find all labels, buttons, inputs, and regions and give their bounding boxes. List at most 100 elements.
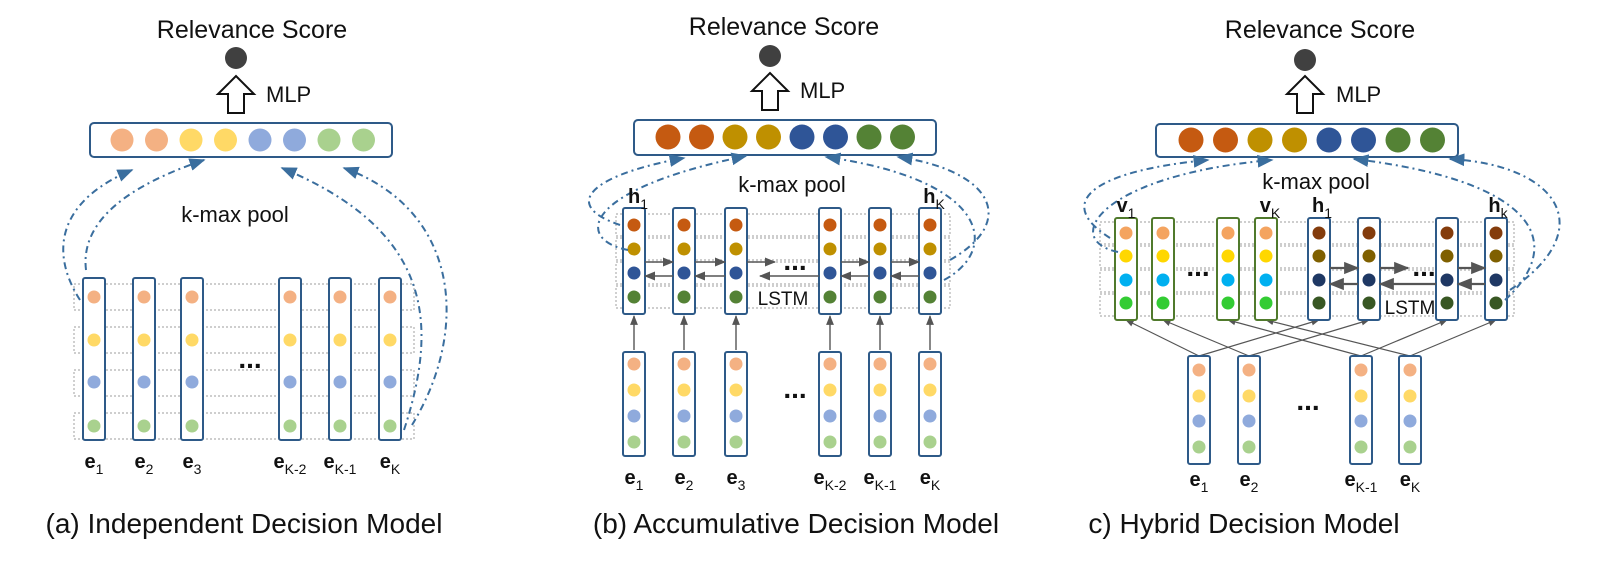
embedding-column-box: [918, 351, 942, 457]
vector-node: [923, 290, 937, 304]
panel-a-title: Relevance Score: [157, 16, 347, 44]
pool-arrow: [1083, 154, 1210, 239]
embedding-column-box: [672, 351, 696, 457]
pool-node: [1178, 127, 1204, 153]
hidden-label: h1: [628, 186, 648, 212]
embedding-column: [724, 351, 748, 457]
vector-node: [1119, 296, 1133, 310]
input-arrow: [1248, 318, 1370, 357]
hidden-column: [818, 207, 842, 315]
v-label-index: K: [1271, 205, 1281, 221]
band: [615, 285, 951, 309]
panel-b-input-arrows: [630, 315, 934, 350]
panel-b-title: Relevance Score: [689, 13, 879, 41]
band: [73, 412, 415, 440]
pool-arrow: [824, 152, 976, 281]
embedding-column: [1187, 355, 1211, 465]
band: [615, 237, 951, 261]
embedding-column: [1237, 355, 1261, 465]
pool-arrow: [597, 152, 748, 251]
vector-node: [1354, 414, 1368, 428]
vector-node: [1242, 389, 1256, 403]
vector-node: [873, 357, 887, 371]
embedding-column: [328, 277, 352, 441]
embedding-label-main: e: [135, 451, 146, 473]
vector-node: [333, 375, 347, 389]
h-column: [1484, 217, 1508, 321]
hidden-column-box: [818, 207, 842, 315]
embedding-label-main: e: [183, 451, 194, 473]
vector-node: [383, 290, 397, 304]
vector-node: [729, 266, 743, 280]
vector-node: [1221, 226, 1235, 240]
band: [615, 213, 951, 237]
vector-node: [185, 419, 199, 433]
panel-b-hidden-columns: [622, 207, 942, 315]
vector-node: [823, 266, 837, 280]
h-label: hk: [1488, 195, 1508, 221]
embedding-label-index: 3: [738, 477, 746, 493]
vector-node: [1119, 273, 1133, 287]
panel-c-mlp-arrow: [1284, 74, 1326, 114]
vector-node: [823, 242, 837, 256]
embedding-label: eK: [380, 451, 401, 477]
vector-node: [677, 383, 691, 397]
embedding-label-index: K-2: [285, 461, 307, 477]
panel-c-input-arrows: [1125, 318, 1497, 357]
vector-node: [1403, 440, 1417, 454]
vector-node: [1312, 226, 1326, 240]
vector-node: [1192, 363, 1206, 377]
vector-node: [627, 266, 641, 280]
panel-a-pool-arrows: [62, 158, 448, 431]
panel-a-mlp-label: MLP: [266, 82, 311, 107]
embedding-column: [672, 351, 696, 457]
panel-b-lstm-arrows: [643, 257, 921, 281]
vector-node: [923, 409, 937, 423]
h-label-main: h: [1488, 195, 1500, 217]
v-column-box: [1151, 217, 1175, 321]
vector-node: [283, 419, 297, 433]
hidden-column: [622, 207, 646, 315]
v-label: vK: [1260, 195, 1281, 221]
pool-node: [110, 128, 134, 152]
vector-node: [1242, 414, 1256, 428]
v-label-main: v: [1117, 195, 1129, 217]
panel-b-pool-nodes: [655, 124, 915, 150]
h-column: [1435, 217, 1459, 321]
vector-node: [823, 218, 837, 232]
pool-node: [1213, 127, 1238, 153]
embedding-label-main: e: [675, 467, 686, 489]
panel-b-pool-arrows: [588, 152, 990, 281]
panel-b-kmax-label: k-max pool: [738, 172, 846, 197]
embedding-label-index: K-1: [335, 461, 357, 477]
vector-node: [677, 409, 691, 423]
pool-node: [756, 124, 781, 150]
band: [73, 283, 415, 311]
embedding-label-main: e: [274, 451, 285, 473]
embedding-label: e3: [183, 451, 202, 477]
vector-node: [383, 333, 397, 347]
panel-c-lstm-arrows: [1328, 261, 1487, 291]
input-arrow: [1409, 319, 1497, 357]
band: [1099, 245, 1515, 269]
pool-node: [145, 128, 168, 152]
vector-node: [1403, 389, 1417, 403]
panel-b-embedding-ellipsis: ...: [783, 373, 806, 404]
vector-node: [1259, 296, 1273, 310]
vector-node: [627, 242, 641, 256]
embedding-column: [1349, 355, 1373, 465]
v-label-index: 1: [1128, 205, 1136, 221]
vector-node: [923, 266, 937, 280]
panel-c-mlp-label: MLP: [1336, 82, 1381, 107]
h-label-index: k: [1501, 205, 1509, 221]
embedding-column-box: [1187, 355, 1211, 465]
embedding-label-index: 1: [1201, 479, 1209, 495]
v-column: [1114, 217, 1138, 321]
vector-node: [677, 290, 691, 304]
embedding-label: eK-1: [324, 451, 357, 477]
pool-node: [1247, 127, 1273, 153]
pool-node: [179, 128, 203, 152]
embedding-label-main: e: [1190, 469, 1201, 491]
